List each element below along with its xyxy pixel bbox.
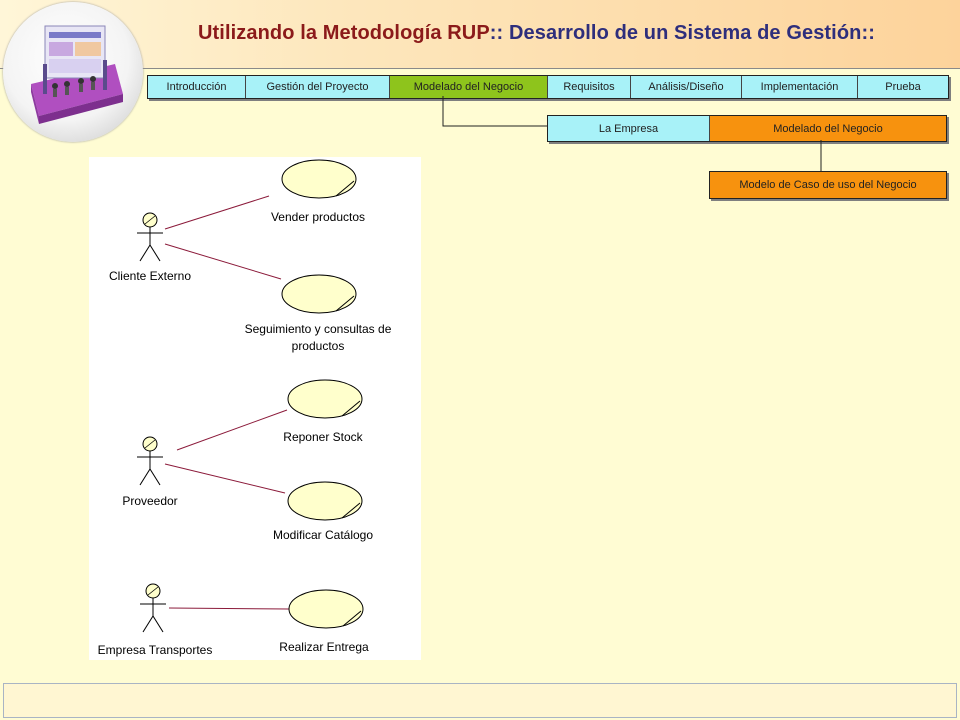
nav-item-prueba[interactable]: Prueba (858, 76, 948, 98)
header-band (0, 0, 960, 69)
title-part1: Utilizando la Metodología RUP (198, 22, 490, 44)
subnav-item-modelado-del-negocio[interactable]: Modelado del Negocio (710, 116, 946, 141)
use-case-label: productos (292, 339, 345, 353)
actor-empresa-transportes (140, 583, 166, 633)
use-case-realizar-entrega (288, 589, 364, 629)
title-separator: :: (861, 22, 876, 44)
association-line (164, 195, 270, 230)
use-case-label: Realizar Entrega (279, 640, 369, 654)
actor-proveedor (137, 436, 163, 486)
association-line (168, 607, 290, 610)
title-part2: Desarrollo de un Sistema de Gestión (503, 22, 862, 44)
actor-cliente-externo (137, 212, 163, 262)
logo (3, 2, 143, 142)
subnav-connector (820, 140, 822, 171)
use-case-label: Modificar Catálogo (273, 528, 373, 542)
nav-item-introduccion[interactable]: Introducción (148, 76, 246, 98)
actor-label: Cliente Externo (109, 269, 191, 283)
use-case-label: Vender productos (271, 210, 365, 224)
use-case-label: Reponer Stock (283, 430, 363, 444)
nav-item-gestion-del-proyecto[interactable]: Gestión del Proyecto (246, 76, 390, 98)
footer-band (3, 683, 957, 718)
use-case-seguimiento-consultas (281, 274, 357, 314)
use-case-diagram: Cliente Externo Proveedor Empresa Transp… (89, 157, 421, 660)
use-case-label: Seguimiento y consultas de (245, 322, 392, 336)
use-case-modificar-catalogo (287, 481, 363, 521)
nav-item-implementacion[interactable]: Implementación (742, 76, 858, 98)
sub-nav: La Empresa Modelado del Negocio (547, 115, 947, 142)
sub-sub-nav: Modelo de Caso de uso del Negocio (709, 171, 947, 199)
nav-item-analisis-diseno[interactable]: Análisis/Diseño (631, 76, 742, 98)
title-separator: :: (489, 22, 504, 44)
use-case-diagram-canvas: Cliente Externo Proveedor Empresa Transp… (98, 159, 392, 657)
nav-connector (442, 96, 548, 127)
actor-label: Proveedor (122, 494, 177, 508)
page-title: Utilizando la Metodología RUP:: Desarrol… (198, 22, 875, 45)
nav-item-modelado-del-negocio[interactable]: Modelado del Negocio (390, 76, 548, 98)
main-nav: Introducción Gestión del Proyecto Modela… (147, 75, 949, 99)
logo-illustration-icon (31, 25, 123, 124)
actor-label: Empresa Transportes (98, 643, 213, 657)
subsubnav-item-modelo-caso-de-uso[interactable]: Modelo de Caso de uso del Negocio (710, 172, 946, 198)
association-line (164, 463, 286, 494)
association-line (176, 409, 288, 451)
association-line (164, 243, 282, 280)
subnav-item-la-empresa[interactable]: La Empresa (548, 116, 710, 141)
use-case-vender-productos (281, 159, 357, 199)
nav-item-requisitos[interactable]: Requisitos (548, 76, 631, 98)
use-case-reponer-stock (287, 379, 363, 419)
